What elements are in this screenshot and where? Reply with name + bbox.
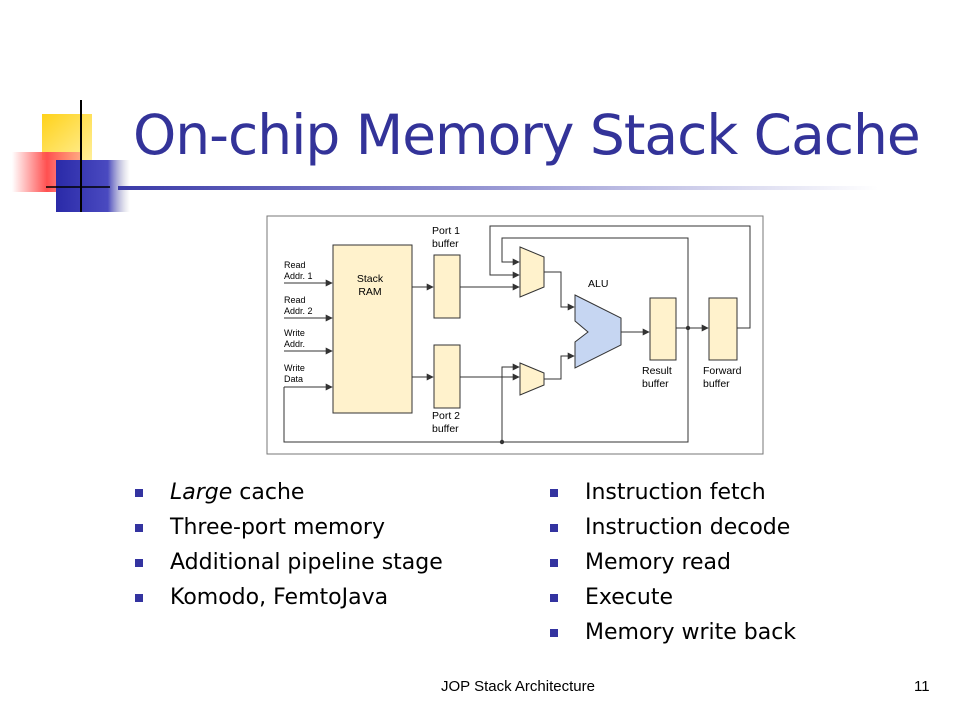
feedback-forward-to-mux-top bbox=[489, 225, 751, 329]
bullet-text: Instruction fetch bbox=[585, 480, 766, 505]
feedback-result-to-write-data bbox=[283, 328, 689, 443]
mux-bottom bbox=[519, 362, 545, 396]
bullet-text: Memory read bbox=[585, 550, 732, 575]
feedback-result-to-mux-top bbox=[501, 237, 689, 328]
bullet-text: Additional pipeline stage bbox=[170, 550, 443, 575]
right-bullet-list: Instruction fetch Instruction decode Mem… bbox=[548, 475, 796, 650]
port1-label-2: buffer bbox=[432, 238, 459, 250]
left-bullet-list: Large cache Three-port memory Additional… bbox=[133, 475, 443, 615]
stack-ram-label-1: Stack bbox=[357, 273, 384, 285]
deco-blue-square bbox=[56, 160, 130, 212]
bullet-icon bbox=[135, 489, 143, 497]
input-read-addr1-label-2: Addr. 1 bbox=[284, 271, 313, 281]
mux-bottom-to-alu bbox=[544, 352, 575, 380]
result-label-2: buffer bbox=[642, 378, 669, 390]
list-item: Instruction decode bbox=[548, 510, 796, 545]
bullet-icon bbox=[550, 629, 558, 637]
mux-top bbox=[519, 246, 545, 298]
forward-label-1: Forward bbox=[703, 365, 742, 377]
input-write-data-label-1: Write bbox=[284, 363, 305, 373]
port1-label-1: Port 1 bbox=[432, 225, 460, 237]
list-item: Execute bbox=[548, 580, 796, 615]
bullet-text: Instruction decode bbox=[585, 515, 791, 540]
input-write-addr-label-2: Addr. bbox=[284, 339, 305, 349]
list-item: Komodo, FemtoJava bbox=[133, 580, 443, 615]
alu-label: ALU bbox=[588, 278, 608, 290]
bullet-text: cache bbox=[232, 480, 305, 505]
input-read-addr2-label-1: Read bbox=[284, 295, 306, 305]
bullet-icon bbox=[550, 489, 558, 497]
forward-buffer bbox=[708, 297, 738, 361]
bullet-text: Execute bbox=[585, 585, 673, 610]
feedback-to-mux-bottom bbox=[501, 363, 520, 442]
stack-ram-label-2: RAM bbox=[358, 286, 381, 298]
bullet-icon bbox=[135, 524, 143, 532]
list-item: Three-port memory bbox=[133, 510, 443, 545]
port2-label-1: Port 2 bbox=[432, 410, 460, 422]
list-item: Memory read bbox=[548, 545, 796, 580]
result-buffer bbox=[649, 297, 677, 361]
input-write-data-label-2: Data bbox=[284, 374, 303, 384]
footer-title: JOP Stack Architecture bbox=[441, 678, 595, 695]
bullet-text: Memory write back bbox=[585, 620, 797, 645]
port2-buffer bbox=[433, 344, 461, 409]
alu-block bbox=[574, 294, 622, 369]
bullet-text: Komodo, FemtoJava bbox=[170, 585, 389, 610]
bullet-icon bbox=[550, 559, 558, 567]
result-label-1: Result bbox=[642, 365, 672, 377]
list-item: Large cache bbox=[133, 475, 443, 510]
list-item: Instruction fetch bbox=[548, 475, 796, 510]
list-item: Memory write back bbox=[548, 615, 796, 650]
junction-bottom bbox=[499, 439, 505, 445]
bullet-text: Three-port memory bbox=[170, 515, 385, 540]
input-write-addr-label-1: Write bbox=[284, 328, 305, 338]
bullet-icon bbox=[135, 559, 143, 567]
stack-ram-block bbox=[332, 244, 413, 414]
port2-label-2: buffer bbox=[432, 423, 459, 435]
port1-buffer bbox=[433, 254, 461, 319]
bullet-icon bbox=[550, 594, 558, 602]
slide-title: On-chip Memory Stack Cache bbox=[133, 103, 921, 167]
title-underline bbox=[118, 186, 878, 190]
page-number: 11 bbox=[914, 678, 930, 695]
list-item: Additional pipeline stage bbox=[133, 545, 443, 580]
stack-cache-diagram: Stack RAM Read Addr. 1 Read Addr. 2 Writ… bbox=[266, 215, 764, 455]
bullet-icon bbox=[550, 524, 558, 532]
input-read-addr1-label-1: Read bbox=[284, 260, 306, 270]
mux-top-to-alu bbox=[544, 271, 575, 311]
forward-label-2: buffer bbox=[703, 378, 730, 390]
corner-decoration bbox=[12, 100, 130, 212]
bullet-emphasis: Large bbox=[170, 480, 233, 505]
input-read-addr2-label-2: Addr. 2 bbox=[284, 306, 313, 316]
bullet-icon bbox=[135, 594, 143, 602]
